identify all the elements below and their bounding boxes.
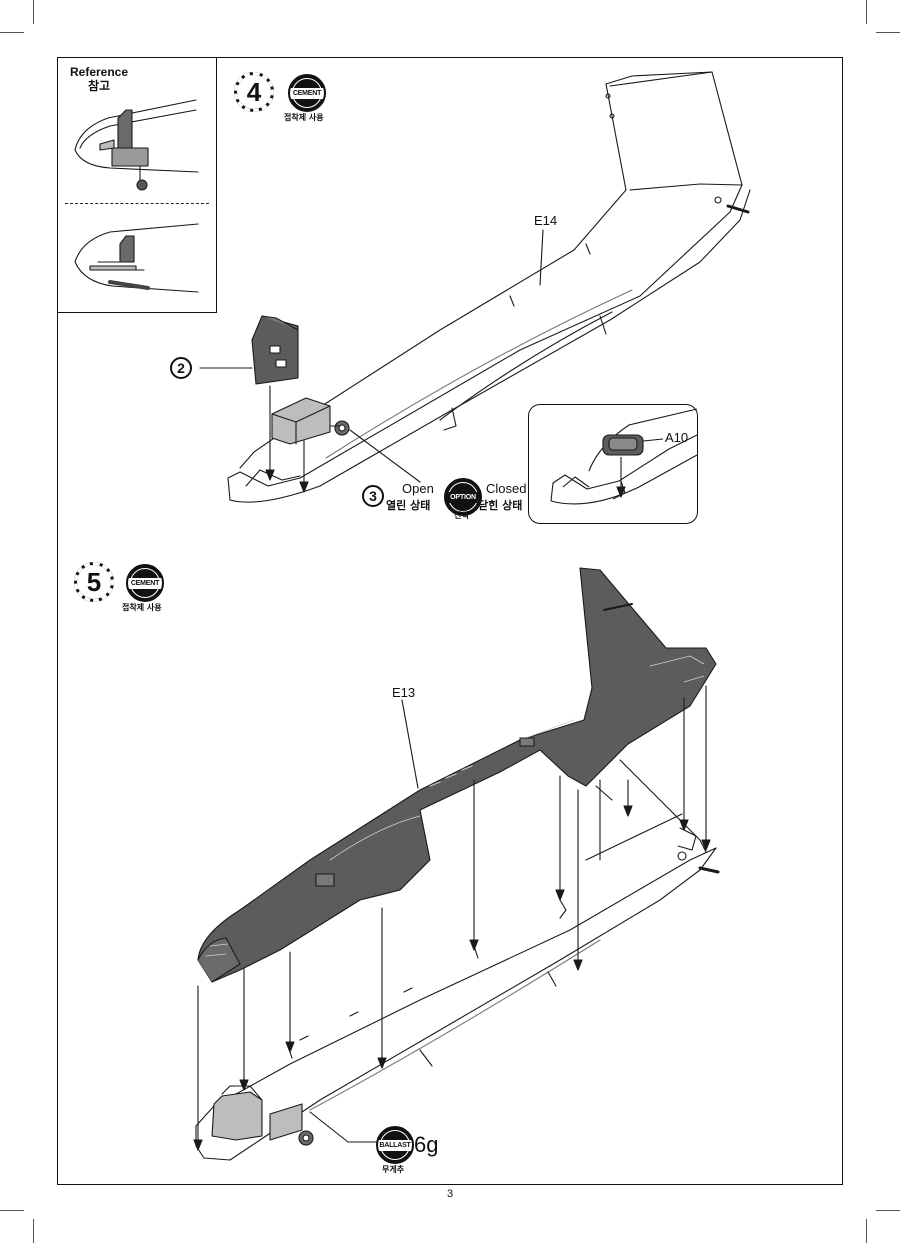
reference-cockpit-gear-down xyxy=(74,99,199,191)
page-number: 3 xyxy=(446,1188,454,1200)
badge-band xyxy=(128,578,162,589)
badge-band xyxy=(446,492,480,503)
fuselage-lower-assembly xyxy=(195,759,720,1161)
crop-mark xyxy=(876,32,900,33)
closed-label-en: Closed xyxy=(486,481,527,496)
crop-mark xyxy=(876,1210,900,1211)
reference-title-ko: 참고 xyxy=(87,79,111,93)
sub-step-3-reference: 3 xyxy=(362,485,384,507)
closed-option-inset: A10 xyxy=(528,404,698,524)
cement-badge-label: CEMENT xyxy=(130,580,160,587)
step-ring xyxy=(74,562,114,602)
part-label-e14: E14 xyxy=(534,213,558,228)
crop-mark xyxy=(33,0,34,24)
reference-divider xyxy=(65,203,209,204)
leader-line-e14 xyxy=(539,229,544,286)
cement-badge-label: CEMENT xyxy=(292,90,322,97)
crop-mark xyxy=(33,1219,34,1243)
option-badge-label: OPTION xyxy=(450,494,476,501)
cement-icon: CEMENT xyxy=(126,564,164,602)
instruction-frame xyxy=(57,57,843,1185)
subassembly-2-part xyxy=(199,315,299,385)
open-label-en: Open xyxy=(402,481,434,496)
badge-band xyxy=(378,1140,412,1151)
badge-band xyxy=(290,88,324,99)
fuselage-half-e13 xyxy=(197,567,717,983)
option-icon: OPTION xyxy=(444,478,482,516)
inset-illustration xyxy=(550,408,698,505)
leader-line-ballast xyxy=(309,1111,377,1143)
crop-mark xyxy=(0,32,24,33)
fuselage-half-e14 xyxy=(227,71,751,503)
gear-bay-assembly xyxy=(271,397,421,483)
reference-title: Reference 참고 xyxy=(57,65,141,93)
crop-mark xyxy=(0,1210,24,1211)
part-label-a10: A10 xyxy=(665,430,689,445)
closed-label-ko: 닫힌 상태 xyxy=(478,499,523,512)
insertion-arrows-step5 xyxy=(193,685,711,1151)
step-5-number: 5 xyxy=(74,562,114,602)
cement-icon: CEMENT xyxy=(288,74,326,112)
leader-line-e13 xyxy=(401,699,419,789)
option-caption: 선택 xyxy=(454,511,469,520)
reference-title-en: Reference xyxy=(69,65,129,79)
crop-mark xyxy=(866,1219,867,1243)
reference-cockpit-gear-up xyxy=(74,223,199,293)
ballast-weight: 6g xyxy=(414,1132,439,1157)
step-ring xyxy=(234,72,274,112)
reference-box: Reference 참고 xyxy=(57,57,217,313)
ballast-badge-label: BALLAST xyxy=(379,1142,411,1149)
sub-step-3-digit: 3 xyxy=(369,488,377,504)
ballast-caption: 무게추 xyxy=(382,1165,405,1174)
crop-mark xyxy=(866,0,867,24)
cement-caption: 접착제 사용 xyxy=(284,113,324,122)
open-label-ko: 열린 상태 xyxy=(386,499,431,512)
part-label-e13: E13 xyxy=(392,685,416,700)
cement-caption: 접착제 사용 xyxy=(122,603,162,612)
insertion-arrows-step4 xyxy=(265,385,309,493)
sub-step-2-reference: 2 xyxy=(170,357,192,379)
step-4-number: 4 xyxy=(234,72,274,112)
sub-step-2-digit: 2 xyxy=(177,360,185,376)
ballast-icon: BALLAST xyxy=(376,1126,414,1164)
